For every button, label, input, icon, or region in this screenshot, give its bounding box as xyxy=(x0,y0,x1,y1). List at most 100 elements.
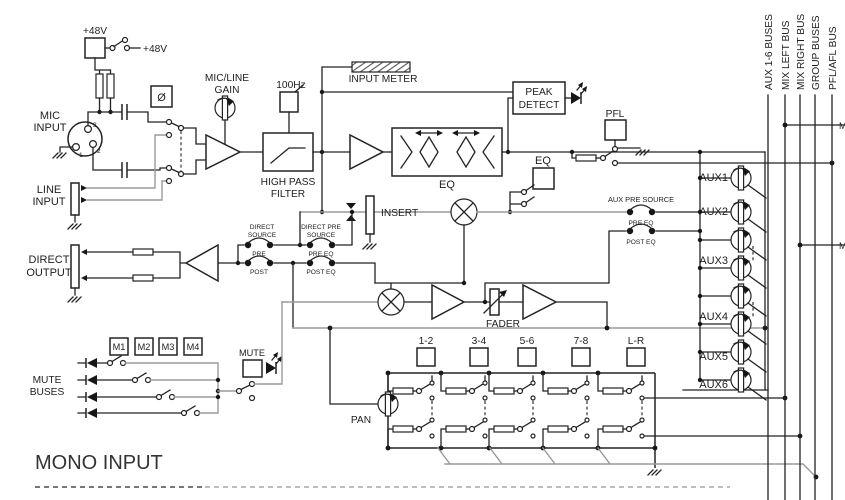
mute-switch[interactable] xyxy=(235,387,243,395)
mute-group-m4-button[interactable] xyxy=(183,337,203,356)
resistor xyxy=(132,274,154,282)
bus-label-mix-left: MIX LEFT BUS xyxy=(781,20,792,90)
direct-source-post-label: POST xyxy=(250,269,268,276)
line-input-label2: INPUT xyxy=(33,196,66,208)
hpf-freq-label: 100Hz xyxy=(276,80,305,91)
aux5-pot[interactable] xyxy=(730,339,752,365)
resistor xyxy=(132,248,154,256)
routing-section: PAN 1-2 3-4 5-6 7-8 L-R xyxy=(329,327,819,480)
group-bus-drops xyxy=(437,447,819,480)
gain-label: MIC/LINE xyxy=(205,73,249,84)
mute-bus1-switch[interactable] xyxy=(106,359,114,367)
mute-led-icon xyxy=(265,351,283,375)
bus-label-mix-right: MIX RIGHT BUS xyxy=(796,14,807,90)
phase-button[interactable] xyxy=(150,85,173,108)
aux4-pot[interactable] xyxy=(730,311,752,337)
bus-label-aux: AUX 1-6 BUSES xyxy=(764,14,775,90)
aux4-pre-pot[interactable] xyxy=(730,283,752,309)
peak-detect-label: PEAK xyxy=(525,87,552,98)
gain-stage: MIC/LINE GAIN xyxy=(205,73,264,171)
bus-label-pfl-afl: PFL/AFL BUS xyxy=(828,26,839,90)
ground-icon xyxy=(67,296,82,303)
direct-pre-source-post-label: POST EQ xyxy=(306,269,335,276)
bus-label-group: GROUP BUSES xyxy=(811,15,822,90)
hpf-freq-pot[interactable] xyxy=(279,91,299,113)
pfl-label: PFL xyxy=(606,109,625,120)
m1-label: M1 xyxy=(113,342,126,352)
insert-section: INSERT xyxy=(299,151,452,250)
eq-block-label: EQ xyxy=(439,179,455,191)
direct-output-section: DIRECT OUTPUT xyxy=(26,243,219,303)
route-matrix[interactable] xyxy=(387,370,803,451)
amp-icon xyxy=(184,243,219,283)
phantom-feed-label: +48V xyxy=(143,44,167,55)
input-meter-bar xyxy=(351,61,411,73)
direct-source-jumpers[interactable]: DIRECT SOURCE PRE POST xyxy=(217,211,307,329)
gain-pot[interactable] xyxy=(214,95,236,121)
phantom-power-button[interactable] xyxy=(84,37,106,59)
eq-section: EQ xyxy=(349,127,766,191)
direct-source-label: DIRECT xyxy=(250,224,275,231)
xlr-pin2-label: 2 xyxy=(97,148,101,155)
amp-icon xyxy=(205,133,242,171)
eq-switch-section: EQ xyxy=(507,155,555,215)
fader-chain: FADER xyxy=(281,230,768,331)
aux-send-section: AUX1 AUX2 AUX3 AUX4 AUX5 AUX6 xyxy=(682,149,769,401)
eq-button-label: EQ xyxy=(535,155,551,167)
mic-line-select-switch[interactable] xyxy=(165,118,207,185)
route-56-button[interactable] xyxy=(517,347,537,367)
mute-bus2-switch[interactable] xyxy=(131,376,139,384)
edge-text-fragment: M xyxy=(839,121,845,131)
aux3-pot[interactable] xyxy=(730,255,752,281)
direct-source-label2: SOURCE xyxy=(248,232,277,239)
aux6-pot[interactable] xyxy=(730,367,752,393)
mute-group-m2-button[interactable] xyxy=(134,337,154,356)
direct-source-pre-label: PRE xyxy=(252,251,266,258)
mute-bus4-switch[interactable] xyxy=(180,409,188,417)
route-78-button[interactable] xyxy=(571,347,591,367)
direct-pre-source-jumpers[interactable]: DIRECT PRE SOURCE PRE EQ POST EQ xyxy=(301,209,376,284)
phantom-power-label: +48V xyxy=(83,26,107,37)
m4-label: M4 xyxy=(187,342,200,352)
resistor xyxy=(575,154,597,162)
aux4-label: AUX4 xyxy=(699,311,728,323)
sum-node-post-eq xyxy=(374,198,627,290)
pan-pot[interactable] xyxy=(377,391,399,417)
route-56-label: 5-6 xyxy=(520,336,535,347)
aux3-label: AUX3 xyxy=(699,255,728,267)
m2-label: M2 xyxy=(138,342,151,352)
amp-icon xyxy=(522,283,558,321)
pfl-button[interactable] xyxy=(604,119,627,141)
xlr-pin3-label: 3 xyxy=(93,122,97,129)
aux5-label: AUX5 xyxy=(699,351,728,363)
mute-group-m3-button[interactable] xyxy=(158,337,178,356)
mic-input-label2: INPUT xyxy=(34,122,67,134)
aux-pre-source-jumpers[interactable]: AUX PRE SOURCE PRE EQ POST EQ xyxy=(608,195,701,246)
eq-button[interactable] xyxy=(532,167,555,190)
pfl-switch[interactable] xyxy=(599,154,607,162)
mute-group-m1-button[interactable] xyxy=(109,337,129,356)
aux2-pot[interactable] xyxy=(730,199,752,225)
aux3-pre-pot[interactable] xyxy=(730,227,752,253)
hpf-label: HIGH PASS xyxy=(261,177,316,188)
mute-bus3-switch[interactable] xyxy=(155,393,163,401)
route-lr-button[interactable] xyxy=(626,347,646,367)
amp-icon xyxy=(431,283,466,321)
hpf-section: 100Hz HIGH PASS FILTER xyxy=(261,80,351,200)
bus-section: AUX 1-6 BUSES MIX LEFT BUS MIX RIGHT BUS… xyxy=(764,14,845,500)
route-34-button[interactable] xyxy=(469,347,489,367)
direct-output-label2: OUTPUT xyxy=(26,267,72,279)
meter-section: INPUT METER PEAK DETECT xyxy=(319,61,588,155)
eq-bypass-switch[interactable] xyxy=(520,188,528,196)
mute-button[interactable] xyxy=(242,359,263,378)
aux1-label: AUX1 xyxy=(699,172,728,184)
pfl-section: PFL xyxy=(571,109,835,167)
m3-label: M3 xyxy=(162,342,175,352)
aux1-pot[interactable] xyxy=(730,165,752,191)
direct-output-jack xyxy=(70,244,80,289)
mute-section: MUTE BUSES M1 M2 M3 M4 MUTE xyxy=(30,301,283,418)
route-34-label: 3-4 xyxy=(472,336,487,347)
route-12-button[interactable] xyxy=(416,347,436,367)
mute-label: MUTE xyxy=(239,348,265,358)
line-input-jack xyxy=(70,182,80,216)
